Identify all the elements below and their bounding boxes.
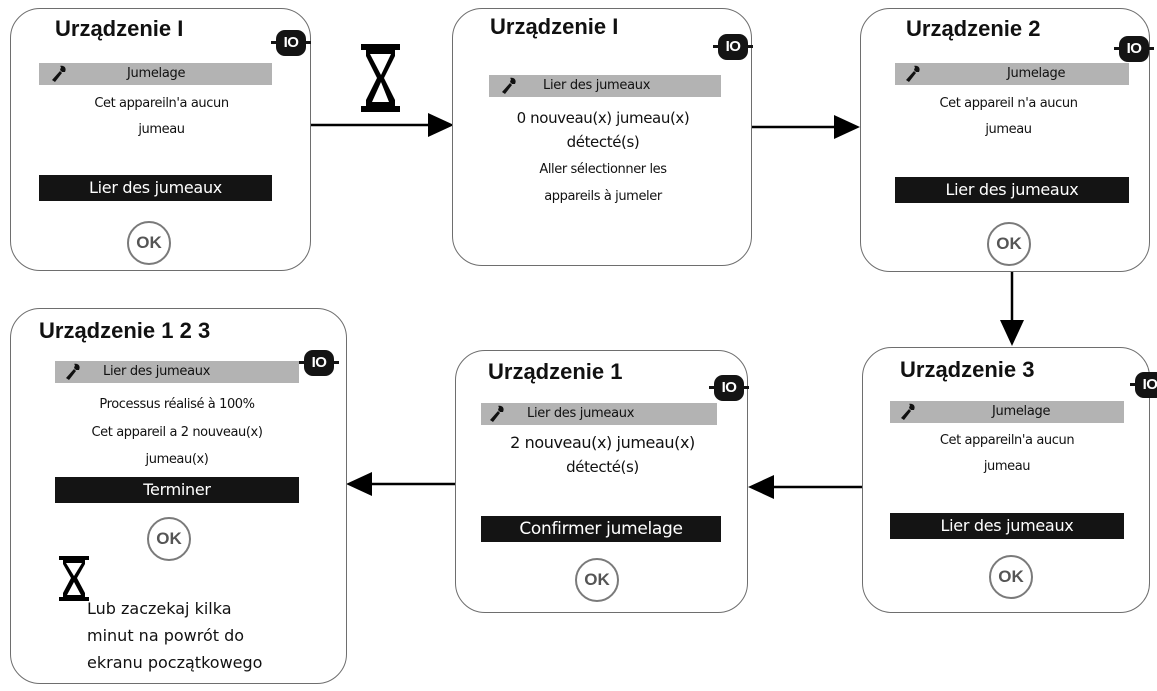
- message-line: Cet appareil n'a aucun: [939, 96, 1078, 111]
- message-line: Cet appareiln'a aucun: [939, 433, 1075, 448]
- menu-bar[interactable]: Lier des jumeaux: [489, 75, 721, 97]
- device-screen-4: Urządzenie 3 IO Jumelage Cet appareiln'a…: [862, 347, 1157, 613]
- wrench-icon: [901, 403, 915, 420]
- screen-title: Urządzenie 1 2 3: [39, 318, 211, 343]
- message-line: jumeau: [983, 459, 1031, 474]
- screen-title: Urządzenie I: [490, 14, 619, 39]
- arrow-icon: [346, 472, 455, 496]
- wrench-icon: [52, 65, 66, 82]
- device-screen-6: Urządzenie 1 2 3 IO Lier des jumeaux Pro…: [10, 308, 347, 684]
- screen-title: Urządzenie 2: [906, 16, 1041, 41]
- message-line: jumeau(x): [145, 452, 209, 467]
- io-badge-icon: IO: [271, 30, 311, 56]
- menu-label: Jumelage: [1007, 66, 1066, 81]
- message-line: 2 nouveau(x) jumeau(x): [510, 433, 695, 452]
- message-line: Cet appareiln'a aucun: [94, 96, 229, 111]
- wait-note-line: Lub zaczekaj kilka: [87, 599, 232, 618]
- wrench-icon: [66, 363, 80, 380]
- ok-button[interactable]: OK: [127, 221, 171, 265]
- io-badge-icon: IO: [1114, 36, 1154, 62]
- ok-button[interactable]: OK: [989, 555, 1033, 599]
- message-line: jumeau: [985, 122, 1032, 137]
- io-badge-icon: IO: [713, 34, 753, 60]
- action-button[interactable]: Terminer: [55, 477, 299, 503]
- message-line: 0 nouveau(x) jumeau(x): [516, 109, 690, 127]
- io-badge-icon: IO: [299, 350, 339, 376]
- action-button[interactable]: Lier des jumeaux: [39, 175, 272, 201]
- wait-note-line: minut na powrót do: [87, 626, 245, 645]
- menu-label: Lier des jumeaux: [543, 78, 651, 93]
- menu-label: Jumelage: [992, 404, 1051, 419]
- io-badge-icon: IO: [709, 375, 749, 401]
- arrow-icon: [751, 115, 860, 139]
- message-line: détecté(s): [566, 133, 640, 151]
- message-line: Cet appareil a 2 nouveau(x): [91, 425, 263, 440]
- menu-bar[interactable]: Jumelage: [895, 63, 1129, 85]
- message-line: jumeau: [138, 122, 185, 137]
- hourglass-icon: [361, 44, 400, 112]
- arrow-icon: [1000, 272, 1024, 346]
- message-line: Processus réalisé à 100%: [99, 397, 255, 412]
- wrench-icon: [906, 65, 920, 82]
- menu-bar[interactable]: Lier des jumeaux: [481, 403, 717, 425]
- action-button[interactable]: Confirmer jumelage: [481, 516, 721, 542]
- ok-button[interactable]: OK: [987, 222, 1031, 266]
- menu-bar[interactable]: Jumelage: [890, 401, 1124, 423]
- screen-title: Urządzenie 3: [900, 357, 1035, 382]
- screen-title: Urządzenie I: [55, 16, 184, 41]
- device-screen-1: Urządzenie I IO Jumelage Cet appareiln'a…: [10, 8, 311, 271]
- io-badge-icon: IO: [1130, 372, 1157, 398]
- ok-button[interactable]: OK: [147, 517, 191, 561]
- action-button[interactable]: Lier des jumeaux: [890, 513, 1124, 539]
- menu-bar[interactable]: Lier des jumeaux: [55, 361, 299, 383]
- menu-label: Jumelage: [127, 66, 186, 81]
- action-button[interactable]: Lier des jumeaux: [895, 177, 1129, 203]
- menu-label: Lier des jumeaux: [527, 406, 635, 421]
- message-line: appareils à jumeler: [544, 189, 662, 204]
- wrench-icon: [490, 405, 504, 422]
- device-screen-2: Urządzenie I IO Lier des jumeaux 0 nouve…: [452, 8, 753, 266]
- device-screen-5: Urządzenie 1 IO Lier des jumeaux 2 nouve…: [455, 350, 749, 613]
- arrow-icon: [748, 475, 862, 499]
- ok-button[interactable]: OK: [575, 558, 619, 602]
- menu-bar[interactable]: Jumelage: [39, 63, 272, 85]
- screen-title: Urządzenie 1: [488, 359, 623, 384]
- wrench-icon: [502, 77, 516, 94]
- message-line: détecté(s): [566, 458, 639, 476]
- arrow-icon: [311, 113, 454, 137]
- device-screen-3: Urządzenie 2 IO Jumelage Cet appareil n'…: [860, 8, 1154, 272]
- menu-label: Lier des jumeaux: [103, 364, 211, 379]
- wait-note-line: ekranu początkowego: [87, 653, 263, 672]
- message-line: Aller sélectionner les: [539, 162, 667, 177]
